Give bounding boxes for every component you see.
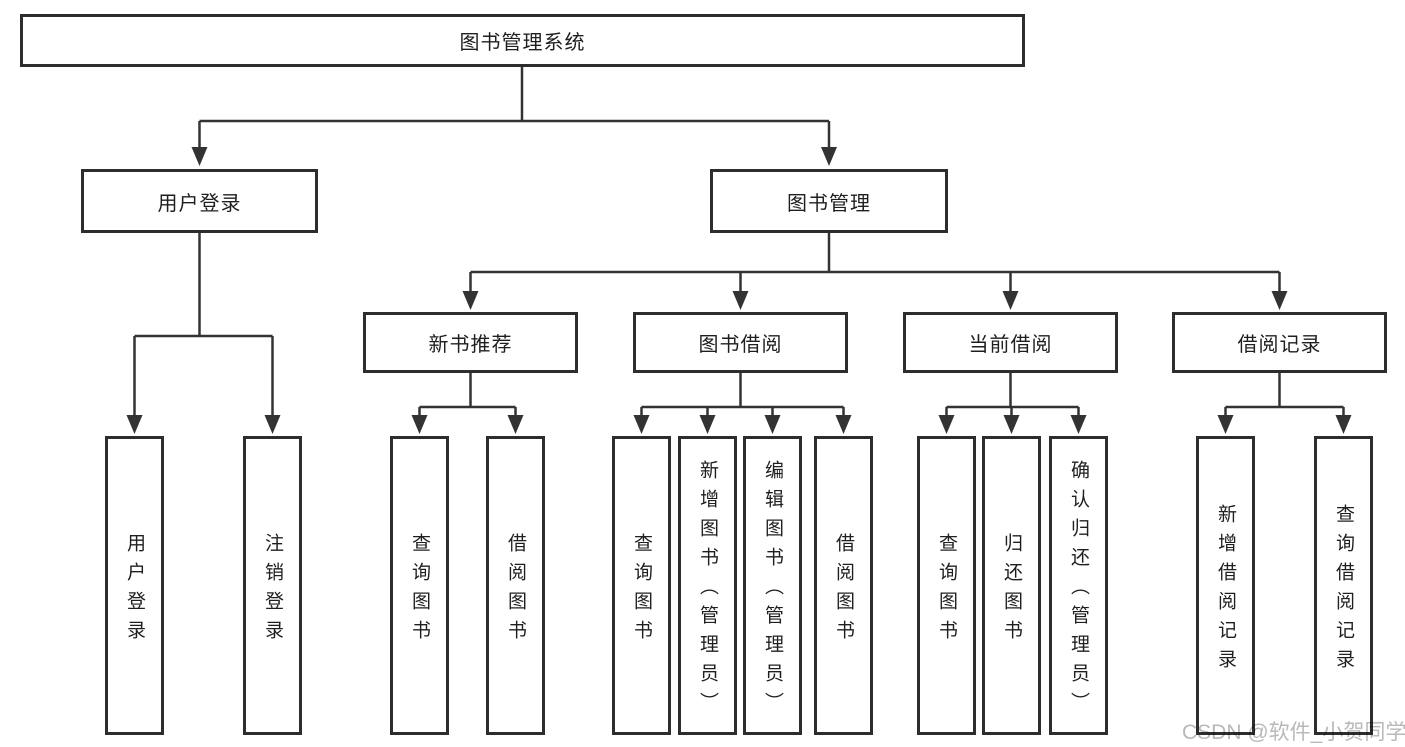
arrowhead-icon [1070,415,1087,434]
node-label: 新增借阅记录 [1215,503,1236,678]
node-library-management-system: 图书管理系统 [20,14,1025,67]
leaf-borrow-books: 借阅图书 [814,436,873,735]
node-new-book-recommendation: 新书推荐 [363,312,578,373]
node-book-management: 图书管理 [710,169,948,233]
node-label: 用户登录 [124,532,145,649]
node-label: 图书管理 [787,192,871,215]
node-label: 归还图书 [1001,532,1022,649]
leaf-add-books-admin: 新增图书（管理员） [678,436,737,735]
leaf-edit-books-admin: 编辑图书（管理员） [743,436,802,735]
node-label: 查询图书 [631,532,652,649]
leaf-borrow-books-recommend: 借阅图书 [486,436,545,735]
arrowhead-icon [1003,415,1020,434]
leaf-logout: 注销登录 [243,436,302,735]
node-label: 借阅图书 [833,532,854,649]
leaf-query-books-borrow: 查询图书 [612,436,671,735]
arrowhead-icon [835,415,852,434]
node-label: 借阅记录 [1237,334,1322,356]
arrowhead-icon [764,415,781,434]
arrowhead-icon [1002,291,1019,310]
leaf-query-books-recommend: 查询图书 [390,436,449,735]
node-label: 查询图书 [936,532,957,649]
node-label: 图书管理系统 [459,32,586,54]
node-label: 新增图书（管理员） [697,460,718,721]
node-label: 图书借阅 [698,334,783,356]
node-book-borrowing: 图书借阅 [633,312,848,373]
arrowhead-icon [938,415,955,434]
node-user-login: 用户登录 [81,169,318,233]
arrowhead-icon [411,415,428,434]
leaf-query-borrow-record: 查询借阅记录 [1314,436,1373,735]
watermark: CSDN @软件_小贺同学 [1182,721,1405,744]
arrowhead-icon [462,291,479,310]
leaf-query-books-current: 查询图书 [917,436,976,735]
node-label: 用户登录 [157,192,242,215]
arrowhead-icon [732,291,749,310]
node-label: 编辑图书（管理员） [762,460,783,721]
node-borrowing-records: 借阅记录 [1172,312,1387,373]
arrowhead-icon [126,415,143,434]
arrowhead-icon [1335,415,1352,434]
arrowhead-icon [699,415,716,434]
arrowhead-icon [1271,291,1288,310]
arrowhead-icon [633,415,650,434]
node-current-borrowing: 当前借阅 [903,312,1118,373]
node-label: 查询借阅记录 [1333,503,1354,678]
arrowhead-icon [1217,415,1234,434]
arrowhead-icon [264,415,281,434]
node-label: 当前借阅 [968,334,1053,356]
leaf-return-books: 归还图书 [982,436,1041,735]
node-label: 新书推荐 [428,334,513,356]
node-label: 查询图书 [409,532,430,649]
arrowhead-icon [507,415,524,434]
leaf-add-borrow-record: 新增借阅记录 [1196,436,1255,735]
arrowhead-icon [191,147,208,166]
node-label: 注销登录 [262,532,283,649]
leaf-user-login: 用户登录 [105,436,164,735]
node-label: 借阅图书 [505,532,526,649]
arrowhead-icon [821,147,837,166]
leaf-confirm-return-admin: 确认归还（管理员） [1049,436,1108,735]
node-label: 确认归还（管理员） [1068,460,1089,721]
